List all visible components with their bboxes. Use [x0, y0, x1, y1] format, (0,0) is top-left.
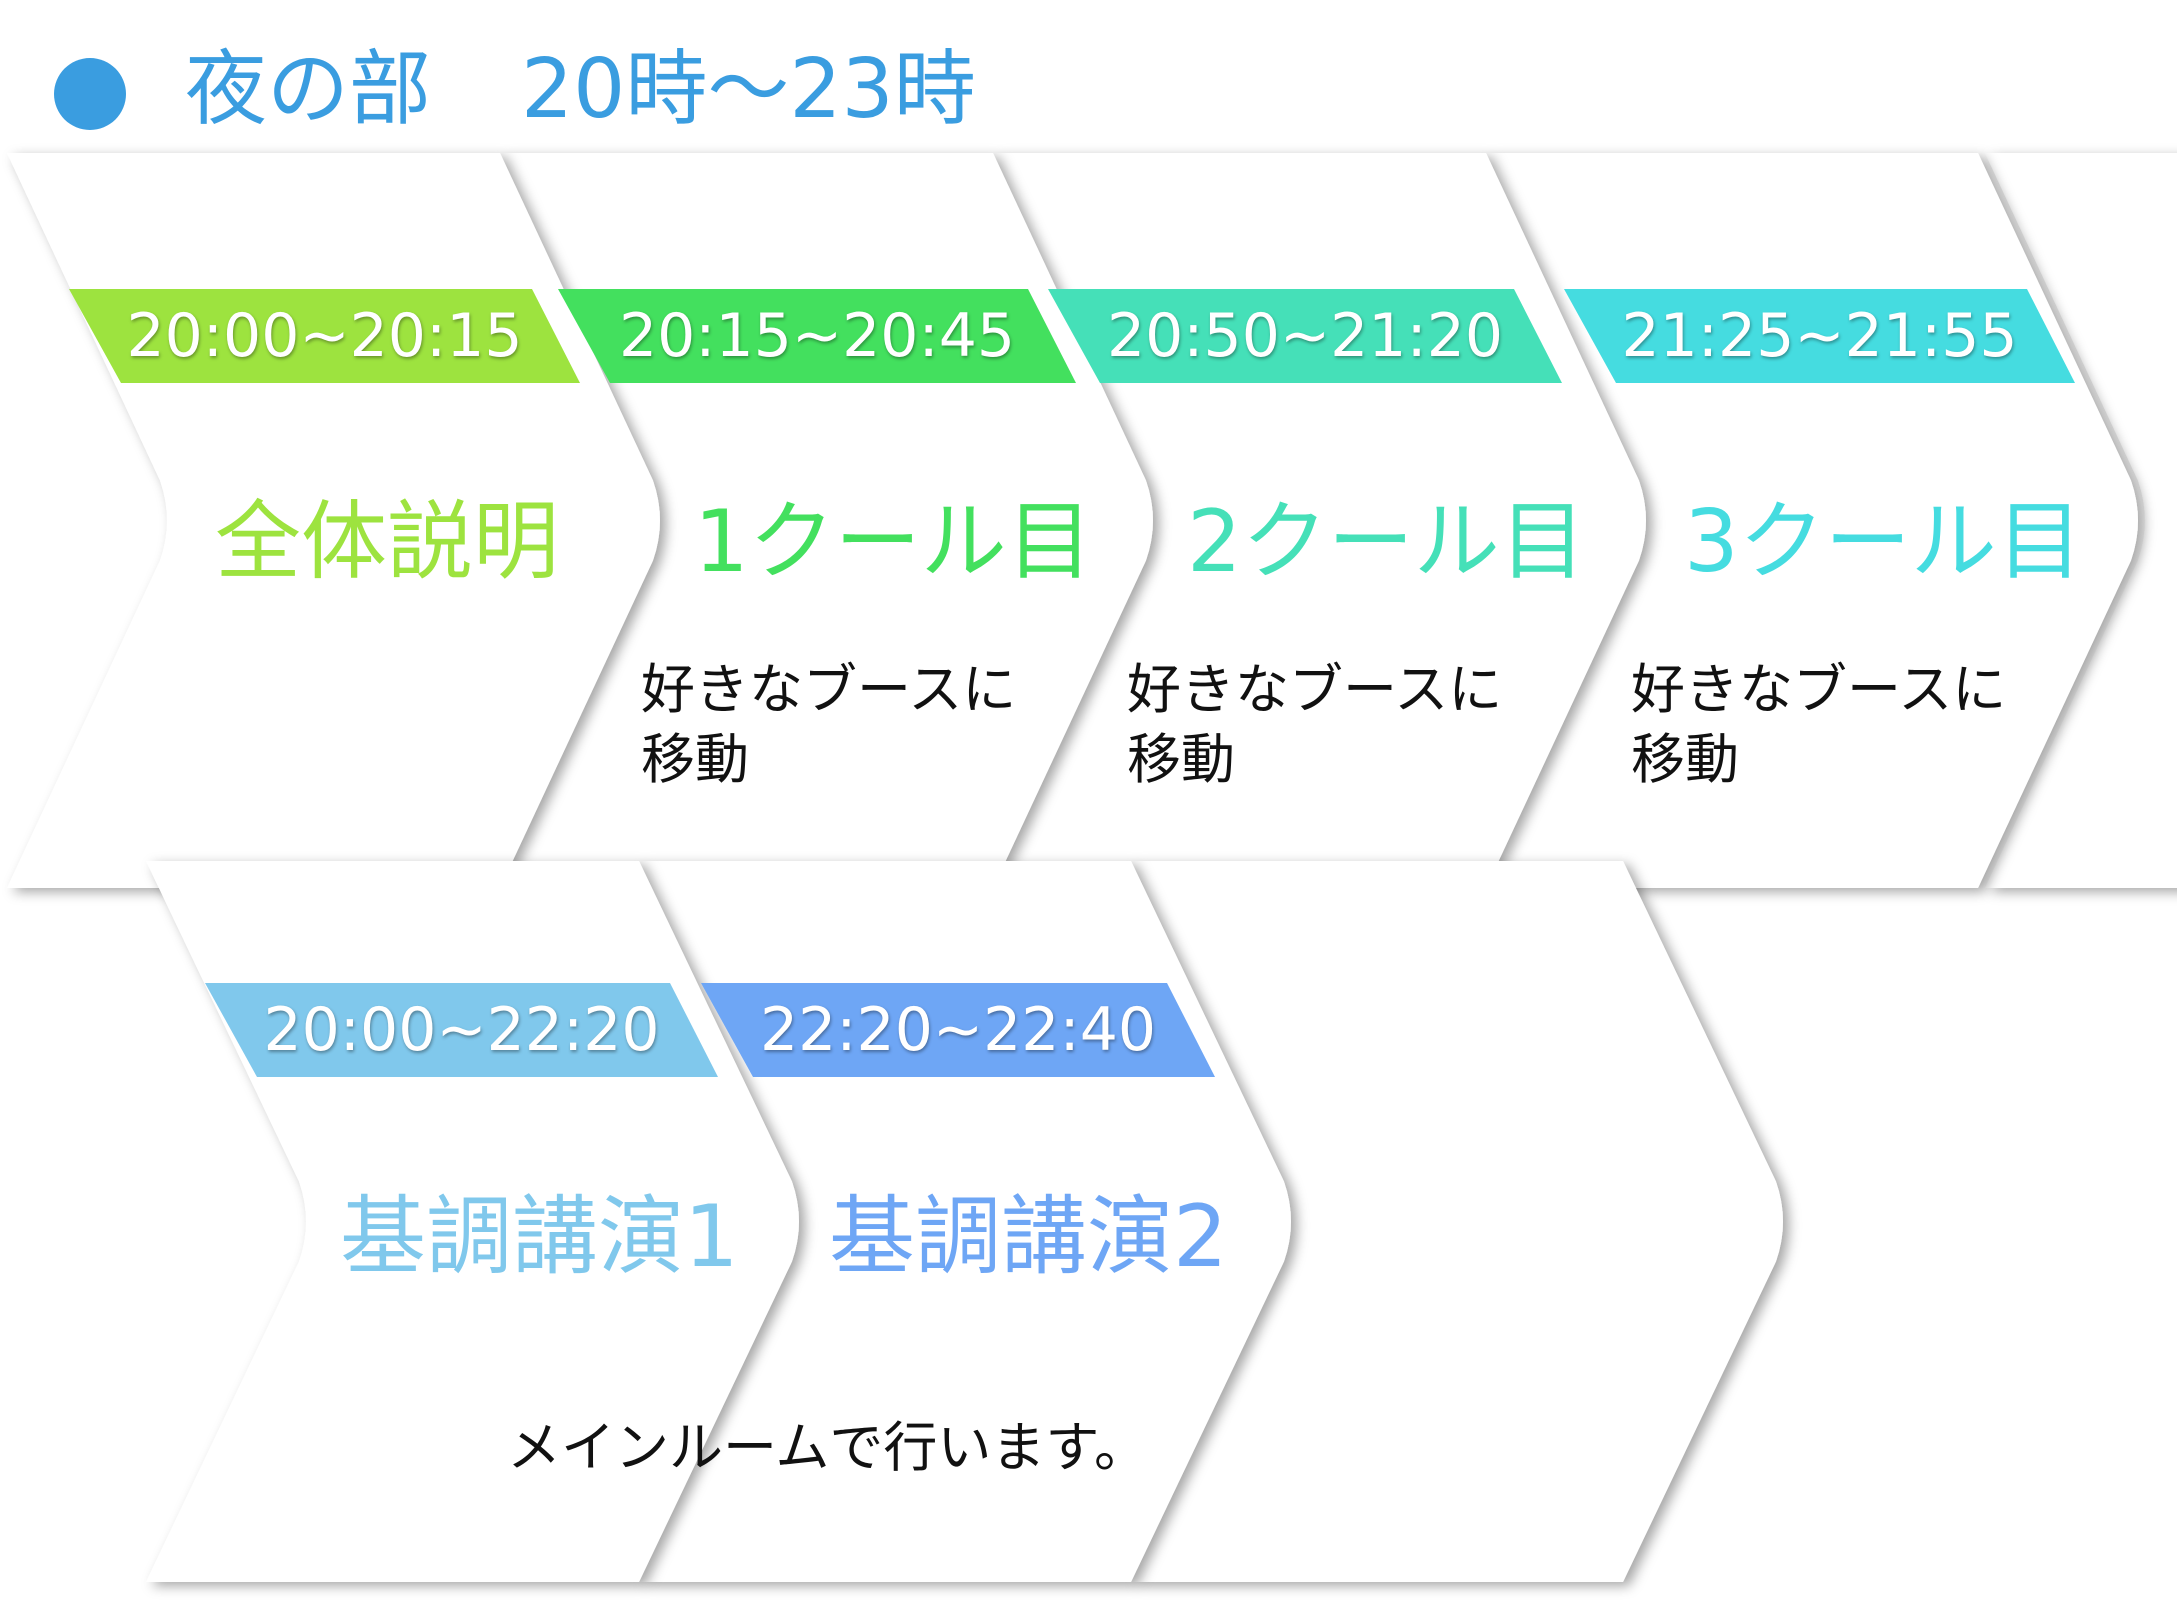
session-description: 好きなブースに 移動 [1127, 658, 1503, 791]
keynote-note: メインルームで行います。 [507, 1416, 1148, 1479]
section-time: 20時〜23時 [521, 42, 976, 137]
session-title: 1クール目 [694, 492, 1093, 592]
time-label: 20:00~22:20 [263, 995, 660, 1065]
time-label: 20:50~21:20 [1106, 301, 1504, 371]
time-banner: 20:50~21:20 [1048, 289, 1562, 383]
keynote-title: 基調講演2 [829, 1187, 1228, 1287]
time-banner: 20:00~20:15 [69, 289, 580, 383]
time-banner: 20:00~22:20 [205, 983, 718, 1077]
session-title: 2クール目 [1187, 492, 1586, 592]
session-title: 全体説明 [215, 492, 559, 592]
session-description: 好きなブースに 移動 [641, 658, 1017, 791]
chevron-row2-2 [1130, 861, 1783, 1582]
time-label: 22:20~22:40 [759, 995, 1157, 1065]
time-banner: 22:20~22:40 [701, 983, 1215, 1077]
time-banner: 21:25~21:55 [1564, 289, 2075, 383]
time-label: 21:25~21:55 [1621, 301, 2018, 371]
time-label: 20:00~20:15 [126, 301, 523, 371]
session-description: 好きなブースに 移動 [1631, 658, 2007, 791]
page-title: 夜の部 20時〜23時 [185, 40, 976, 140]
section-bullet-icon [54, 58, 126, 130]
chevron-row1-4 [1985, 153, 2177, 888]
keynote-title: 基調講演1 [340, 1187, 739, 1287]
time-banner: 20:15~20:45 [558, 289, 1076, 383]
section-name: 夜の部 [185, 42, 432, 137]
time-label: 20:15~20:45 [618, 301, 1016, 371]
session-title: 3クール目 [1684, 492, 2083, 592]
